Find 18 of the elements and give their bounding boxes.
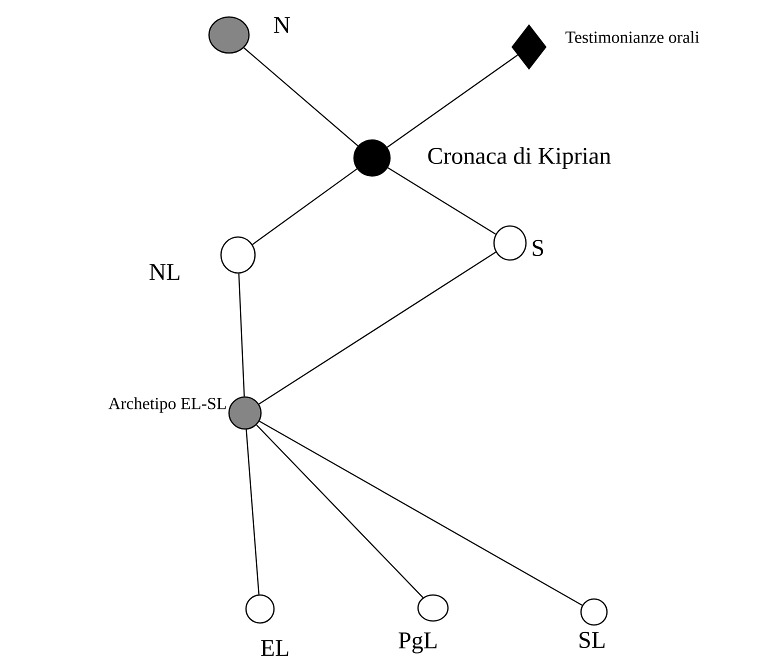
connector-line — [258, 252, 496, 405]
node-label: Cronaca di Kiprian — [428, 147, 611, 169]
node-label: EL — [261, 640, 288, 656]
node-label: PgL — [398, 632, 437, 654]
connector-line — [238, 274, 245, 396]
connector-line — [386, 54, 518, 148]
node-label: Archetipo EL-SL — [108, 397, 226, 413]
connector-line — [246, 430, 260, 594]
node-label: SL — [580, 632, 605, 648]
node-label: N — [274, 17, 290, 33]
connector-line — [252, 168, 358, 245]
connector-line — [256, 424, 424, 598]
connector-line — [388, 167, 496, 235]
node-label: NL — [150, 264, 180, 280]
connector-line — [259, 420, 582, 606]
node-label: Testimonianze orali — [566, 31, 700, 43]
connector-line — [244, 47, 358, 146]
node-label: S — [532, 240, 544, 256]
